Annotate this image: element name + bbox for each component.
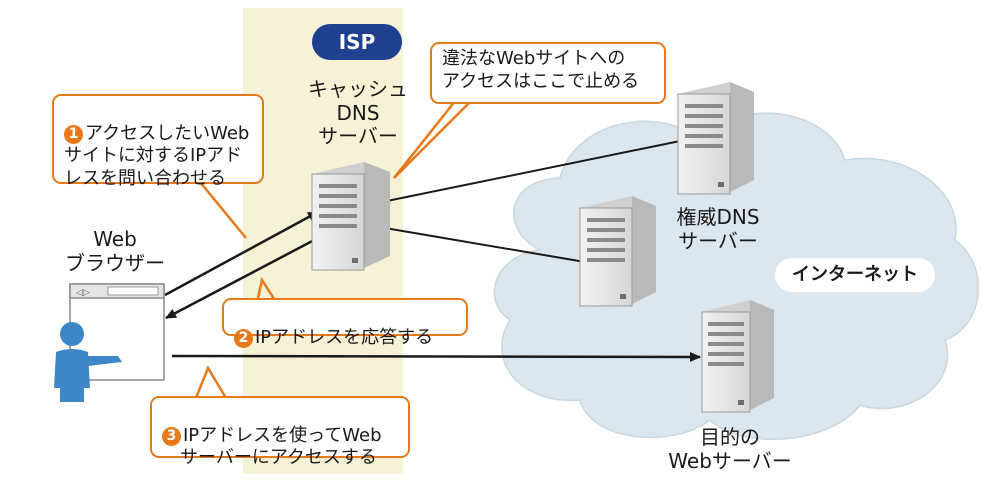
server-icon bbox=[311, 162, 390, 271]
link-cache-to-auth-top bbox=[381, 139, 686, 203]
callout1-pointer bbox=[199, 181, 247, 239]
step1-number-badge: 1 bbox=[64, 124, 83, 144]
auth-dns-label: 権威DNS サーバー bbox=[676, 205, 760, 253]
link-cache-to-auth-mid bbox=[384, 227, 586, 263]
step2-text: IPアドレスを応答する bbox=[255, 326, 434, 348]
server-icon bbox=[701, 300, 774, 413]
arrow-access bbox=[171, 351, 701, 362]
cache-dns-label: キャッシュ DNS サーバー bbox=[308, 77, 408, 149]
callout2-pointer bbox=[256, 276, 278, 303]
arrow-query bbox=[164, 210, 319, 297]
person-icon bbox=[54, 322, 122, 402]
isp-badge: ISP bbox=[312, 24, 402, 60]
svg-text:◁▷: ◁▷ bbox=[76, 288, 90, 298]
block-pointer bbox=[393, 99, 473, 179]
internet-label: インターネット bbox=[775, 258, 935, 292]
callout3-pointer bbox=[194, 365, 228, 399]
server-icon bbox=[677, 82, 754, 195]
target-web-label: 目的の Webサーバー bbox=[668, 425, 792, 473]
step3-text: IPアドレスを使ってWeb サーバーにアクセスする bbox=[179, 424, 382, 469]
step2-number-badge: 2 bbox=[234, 328, 253, 348]
server-icon bbox=[579, 196, 656, 307]
callout-block-illegal: 違法なWebサイトへの アクセスはここで止める bbox=[430, 42, 666, 104]
step3-number-badge: 3 bbox=[162, 426, 181, 446]
browser-label: Web ブラウザー bbox=[65, 227, 165, 275]
arrow-response bbox=[165, 236, 319, 320]
step1-text: アクセスしたいWeb サイトに対するIPアド レスを問い合わせる bbox=[64, 122, 250, 189]
